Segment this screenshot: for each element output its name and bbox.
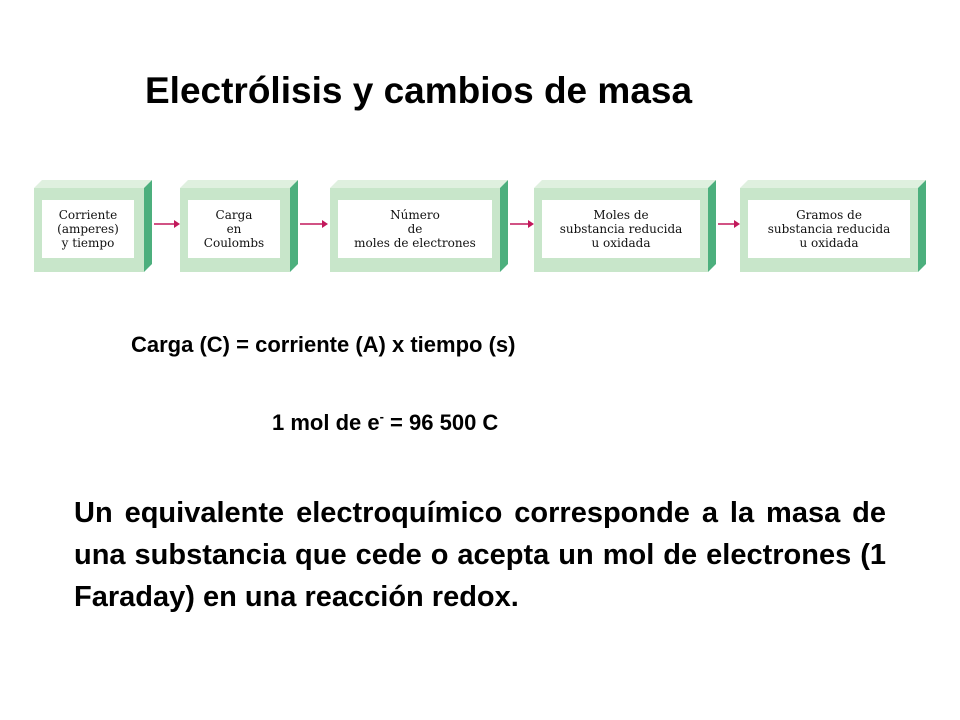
box-label: Gramos de substancia reducida u oxidada <box>748 200 910 258</box>
box-line: Moles de <box>593 208 649 222</box>
box-line: de <box>407 222 423 236</box>
box-line: u oxidada <box>591 236 651 250</box>
box-line: Carga <box>215 208 253 222</box>
box-shape <box>330 180 508 272</box>
box-line: en <box>226 222 242 236</box>
flow-box-moles-substance: Moles de substancia reducida u oxidada <box>534 180 716 272</box>
box-line: y tiempo <box>61 236 115 250</box>
box-shape <box>180 180 298 272</box>
box-shape <box>740 180 926 272</box>
box-line: Coulombs <box>203 236 265 250</box>
box-label: Corriente (amperes) y tiempo <box>42 200 134 258</box>
page-title: Electrólisis y cambios de masa <box>145 70 693 111</box>
box-label: Número de moles de electrones <box>338 200 492 258</box>
arrow-icon <box>718 220 740 228</box>
box-label: Moles de substancia reducida u oxidada <box>542 200 700 258</box>
box-line: Número <box>390 208 440 222</box>
box-line: u oxidada <box>799 236 859 250</box>
box-line: substancia reducida <box>559 222 683 236</box>
box-shape <box>34 180 152 272</box>
box-line: Gramos de <box>796 208 862 222</box>
definition-paragraph: Un equivalente electroquímico correspond… <box>74 497 886 613</box>
box-line: (amperes) <box>57 222 119 236</box>
charge-formula: Carga (C) = corriente (A) x tiempo (s) <box>131 332 516 357</box>
process-flow-diagram: Corriente (amperes) y tiempo Carga en Co… <box>34 180 934 272</box>
arrow-icon <box>510 220 534 228</box>
box-shape <box>534 180 716 272</box>
flow-box-current-time: Corriente (amperes) y tiempo <box>34 180 152 272</box>
flow-box-moles-electrons: Número de moles de electrones <box>330 180 508 272</box>
box-line: moles de electrones <box>354 236 476 250</box>
mol-right: = 96 500 C <box>383 410 499 435</box>
mol-left: 1 mol de e <box>272 410 380 435</box>
faraday-constant: 1 mol de e- = 96 500 C <box>272 410 498 436</box>
mol-superscript: - <box>379 409 384 424</box>
box-line: Corriente <box>58 208 118 222</box>
arrow-icon <box>300 220 328 228</box>
arrow-icon <box>154 220 180 228</box>
flow-box-grams-substance: Gramos de substancia reducida u oxidada <box>740 180 926 272</box>
flow-box-charge: Carga en Coulombs <box>180 180 298 272</box>
box-line: substancia reducida <box>767 222 891 236</box>
box-label: Carga en Coulombs <box>188 200 280 258</box>
